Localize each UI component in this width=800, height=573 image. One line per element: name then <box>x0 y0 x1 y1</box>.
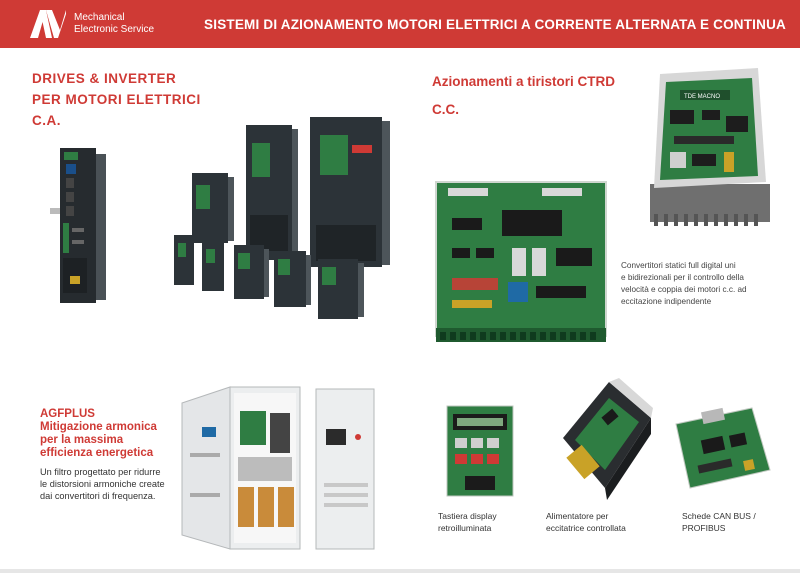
ctrd-title: Azionamenti a tiristori CTRD C.C. <box>432 74 616 117</box>
brand-name: Mechanical Electronic Service <box>74 12 155 35</box>
ctrd-control-board-image <box>435 181 607 342</box>
footer-divider <box>0 569 800 573</box>
canbus-board-image <box>675 407 771 489</box>
agfplus-cabinet-image <box>181 386 375 550</box>
thyristor-converter-image: TDE MACNO <box>650 68 770 226</box>
av-logo-icon <box>30 10 66 38</box>
psu-caption: Alimentatore per eccitatrice controllata <box>546 511 626 533</box>
keypad-display-image <box>446 405 514 497</box>
canbus-caption: Schede CAN BUS / PROFIBUS <box>682 511 756 533</box>
ctrd-board-brand: TDE MACNO <box>684 94 720 100</box>
field-exciter-psu-image <box>563 378 653 500</box>
agfplus-description: Un filtro progettato per ridurre le dist… <box>40 467 165 501</box>
drives-title: DRIVES & INVERTER PER MOTORI ELETTRICI C… <box>32 71 201 128</box>
keypad-caption: Tastiera display retroilluminata <box>438 511 497 533</box>
drive-family-image <box>174 117 390 319</box>
ctrd-description: Convertitori statici full digital uni e … <box>621 261 747 306</box>
header-bar: Mechanical Electronic Service SISTEMI DI… <box>0 0 800 48</box>
inverter-drive-image <box>50 148 106 303</box>
page-title: SISTEMI DI AZIONAMENTO MOTORI ELETTRICI … <box>204 17 786 32</box>
agfplus-title: AGFPLUS Mitigazione armonica per la mass… <box>40 408 157 459</box>
